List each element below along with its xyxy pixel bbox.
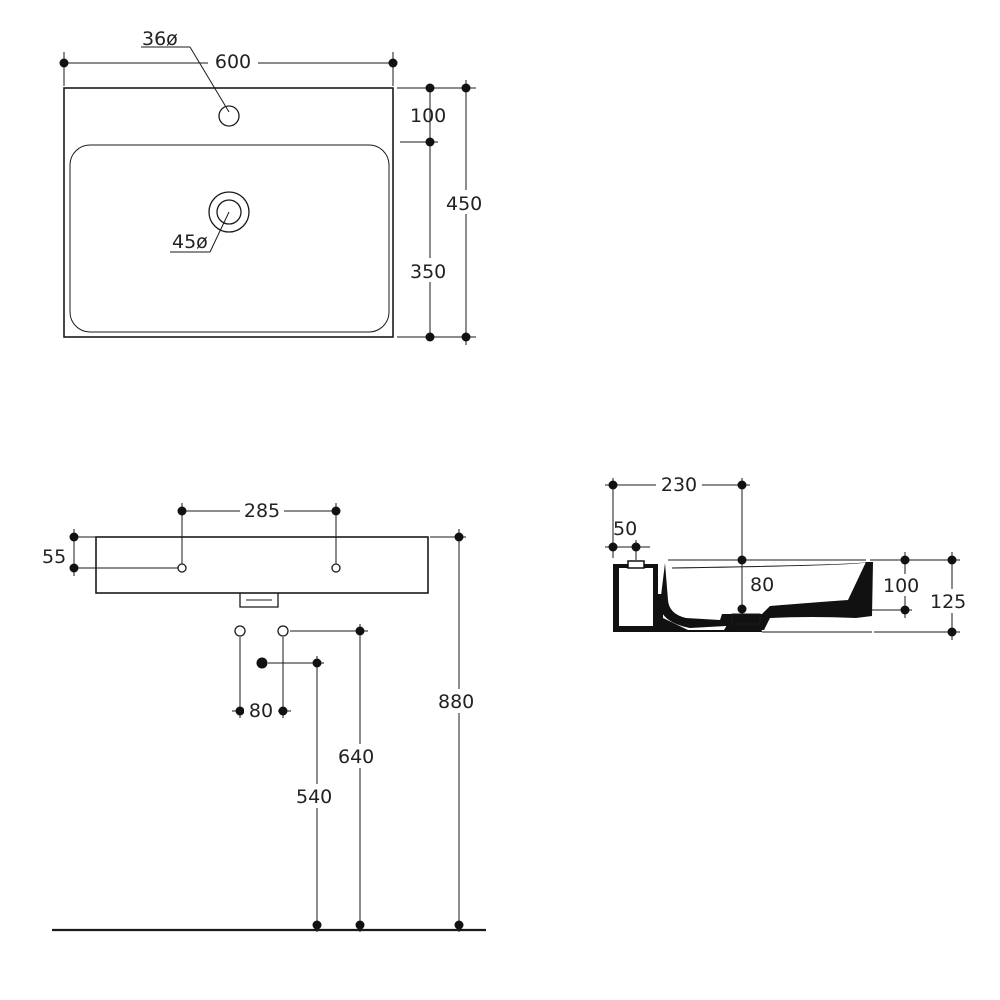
dim-tap-hole: 36ø <box>141 28 230 113</box>
dim-bowl-height: 100 <box>870 552 922 618</box>
dim-drain-height: 540 <box>268 656 340 932</box>
dim-depth: 450 <box>444 80 488 345</box>
dim-hole-spacing: 285 <box>177 498 341 564</box>
dim-label-hole-spacing: 285 <box>244 500 280 522</box>
dim-overall-height: 125 <box>874 552 972 640</box>
dim-label-bowl-depth: 350 <box>410 261 446 283</box>
front-view: 285 55 880 <box>42 498 486 932</box>
dim-bowl-depth: 350 <box>408 258 452 283</box>
dim-rear-wall: 50 <box>605 518 650 560</box>
dim-label-supply-height: 640 <box>338 746 374 768</box>
dim-supply-spacing: 80 <box>232 637 291 722</box>
dim-drain-depth: 80 <box>737 555 778 614</box>
dim-label-front-tap: 100 <box>410 105 446 127</box>
front-basin <box>95 536 429 594</box>
dim-label-tap-hole: 36ø <box>142 28 178 50</box>
drain-outer <box>208 191 250 233</box>
drain-inner <box>216 199 242 225</box>
dim-supply-height: 640 <box>290 624 382 932</box>
waste-point <box>256 657 268 669</box>
dim-label-depth: 450 <box>446 193 482 215</box>
supply-right <box>277 625 289 637</box>
bowl-outline <box>69 144 390 333</box>
dim-width: 600 <box>59 49 398 86</box>
dim-label-bowl-height: 100 <box>883 575 919 597</box>
dim-label-drain-hole: 45ø <box>172 231 208 253</box>
front-drain <box>239 593 279 608</box>
dim-drain-hole: 45ø <box>170 211 230 253</box>
dim-label-overall-height: 125 <box>930 591 966 613</box>
section-bowl <box>660 562 873 630</box>
side-view: 230 50 80 100 <box>605 472 972 640</box>
top-view: 600 36ø 45ø 100 350 <box>59 28 488 345</box>
dim-front-tap: 100 <box>410 83 446 342</box>
dim-hole-height: 55 <box>42 529 178 576</box>
dim-label-supply-spacing: 80 <box>249 700 273 722</box>
dim-label-drain-height: 540 <box>296 786 332 808</box>
dim-label-rear-wall: 50 <box>613 518 637 540</box>
dim-label-width: 600 <box>215 51 251 73</box>
dim-label-rim-height: 880 <box>438 691 474 713</box>
dim-label-overall-depth: 230 <box>661 474 697 496</box>
tap-hole <box>218 105 240 127</box>
dim-label-hole-height: 55 <box>42 546 66 568</box>
dim-label-drain-depth: 80 <box>750 574 774 596</box>
dim-rim-height: 880 <box>430 529 482 932</box>
supply-left <box>234 625 246 637</box>
